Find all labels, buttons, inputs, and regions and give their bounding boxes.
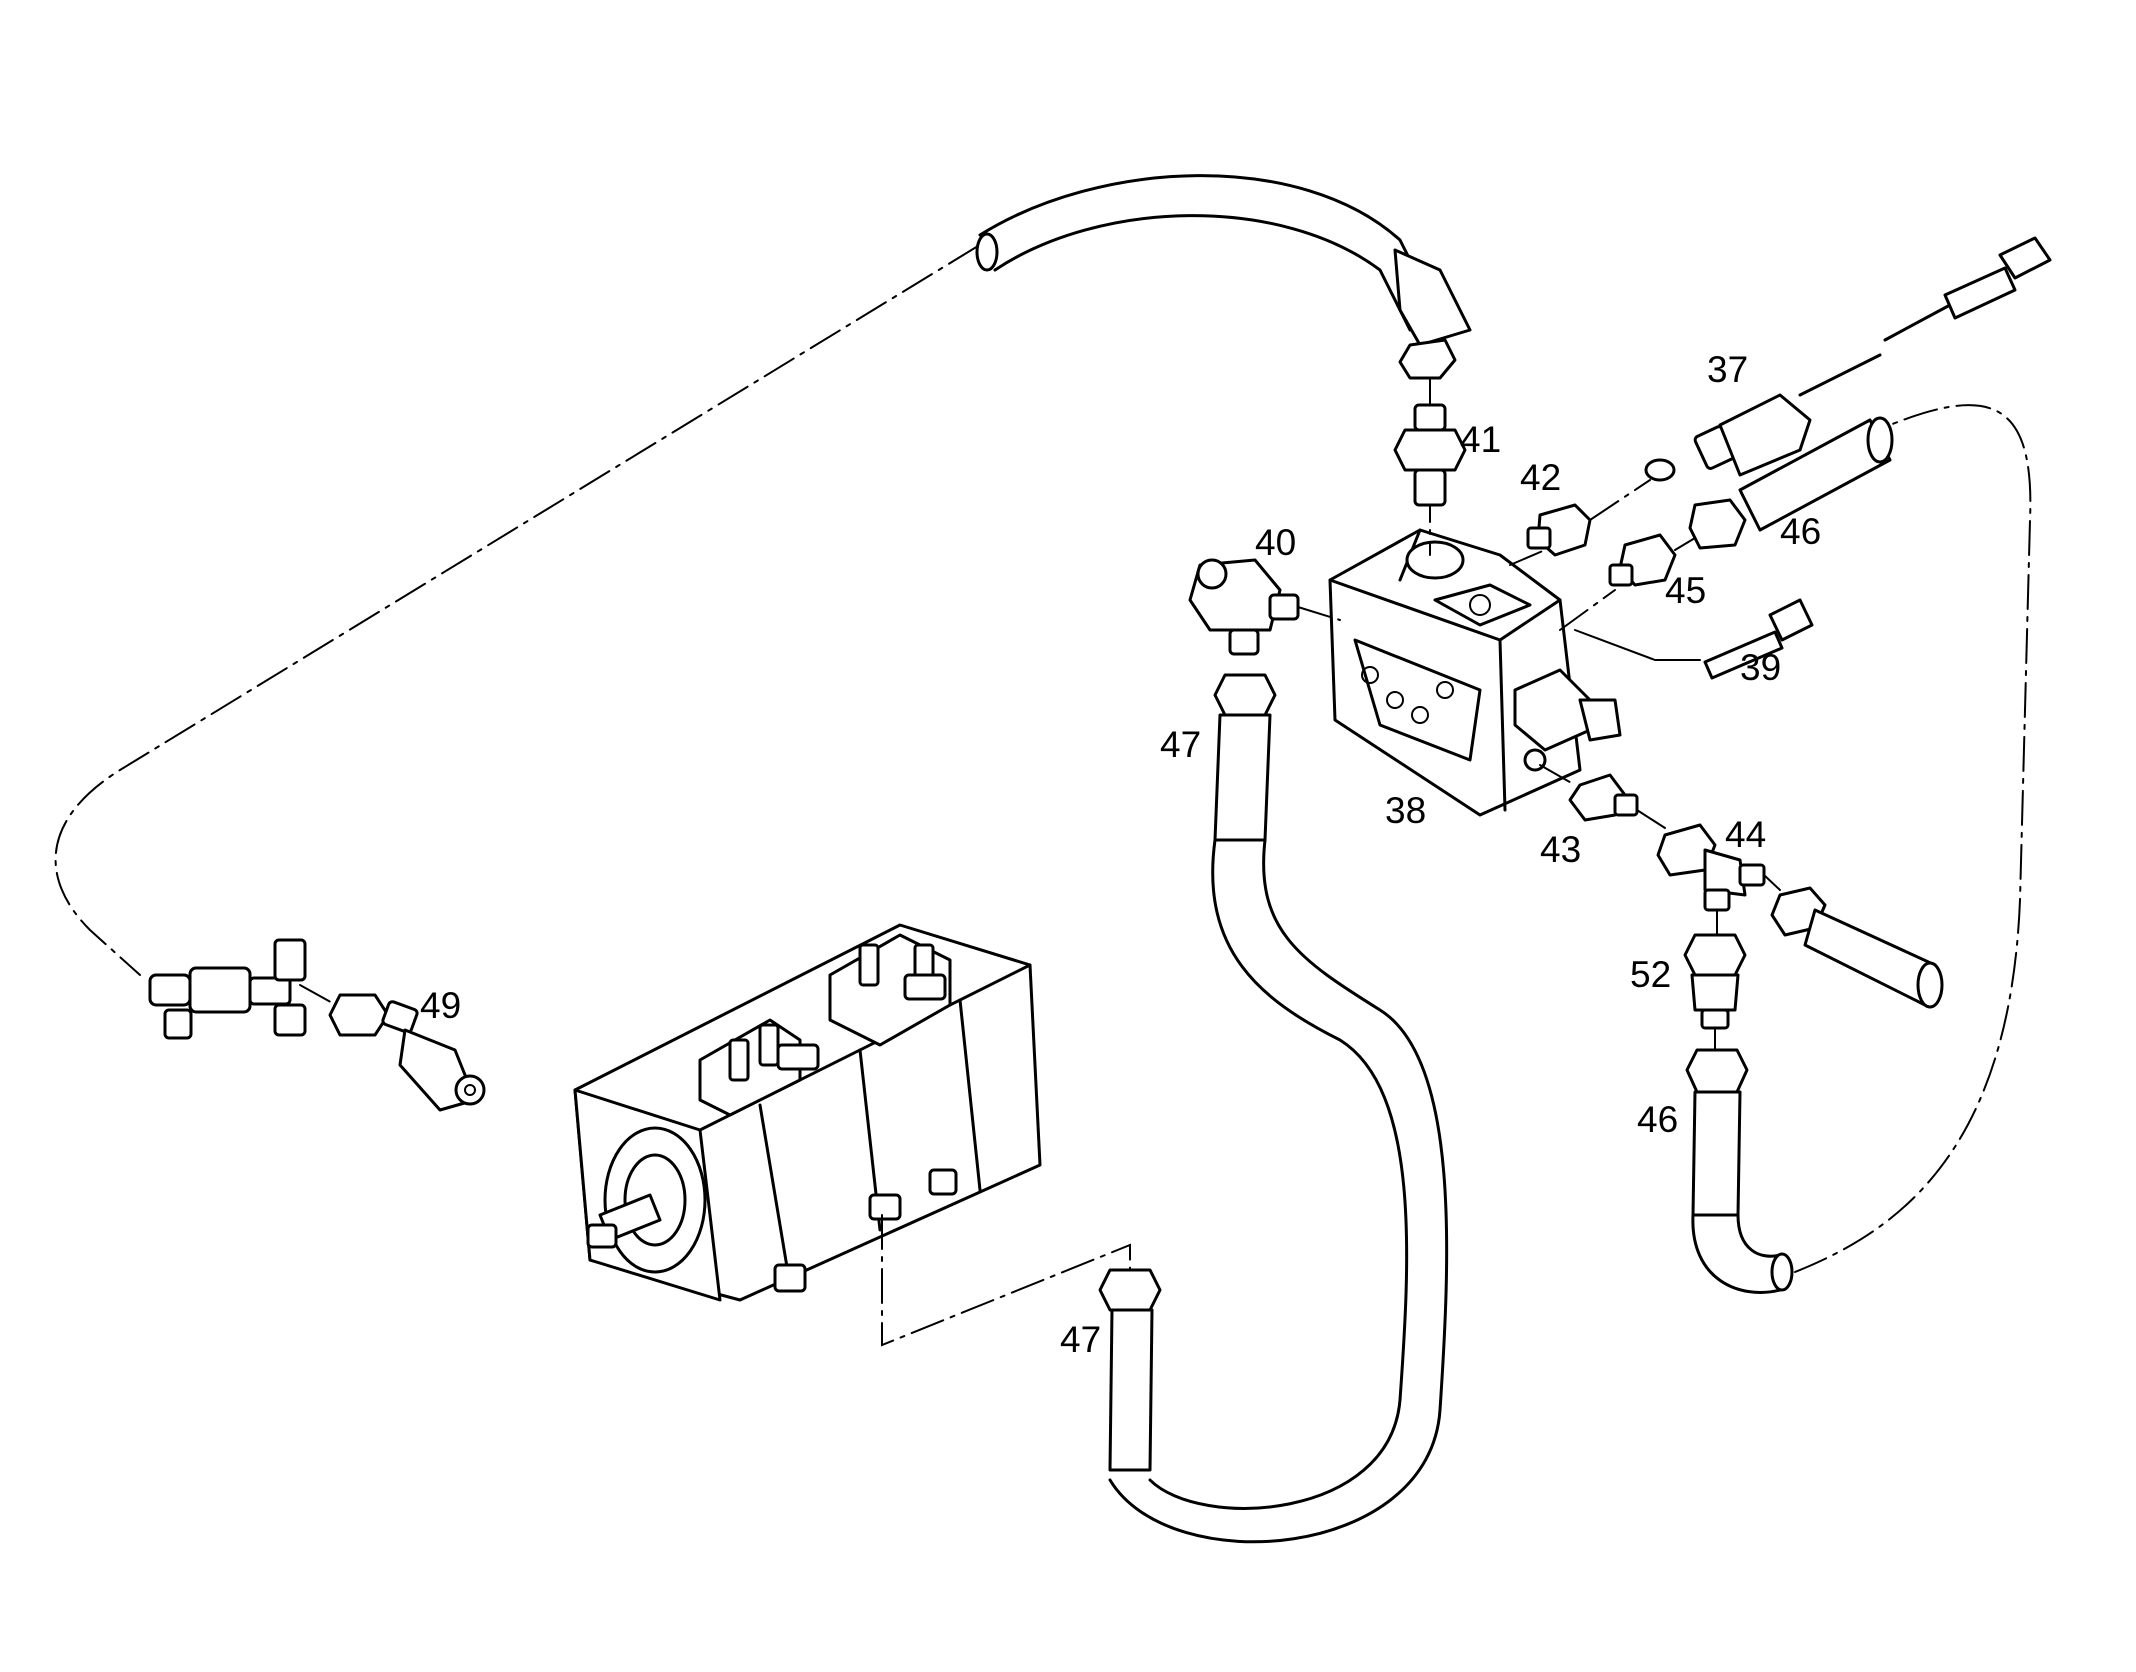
part-49-hose-end bbox=[328, 993, 486, 1112]
part-37-sensor bbox=[1644, 236, 2052, 482]
leader-43-44 bbox=[1636, 809, 1666, 829]
leader-46-loop bbox=[1794, 404, 2032, 1273]
part-46-hose-lower bbox=[1685, 1048, 1794, 1294]
callout-37: 37 bbox=[1707, 349, 1748, 390]
part-40-elbow bbox=[1188, 558, 1300, 656]
part-39-bolt bbox=[1703, 598, 1814, 680]
callout-46-upper: 46 bbox=[1780, 511, 1821, 552]
callout-39: 39 bbox=[1740, 647, 1781, 688]
leader-39 bbox=[1574, 629, 1701, 661]
callout-47-lower: 47 bbox=[1060, 1319, 1101, 1360]
callout-42: 42 bbox=[1520, 457, 1561, 498]
part-43-fitting bbox=[1568, 773, 1639, 822]
part-46-hose-upper bbox=[1688, 416, 1894, 550]
leader-43 bbox=[1539, 764, 1576, 786]
callout-44: 44 bbox=[1725, 814, 1766, 855]
callout-46-lower: 46 bbox=[1637, 1099, 1678, 1140]
leader-42 bbox=[1509, 479, 1651, 566]
callout-41: 41 bbox=[1460, 419, 1501, 460]
callout-49: 49 bbox=[420, 985, 461, 1026]
left-tee-fitting bbox=[148, 938, 307, 1040]
part-42-fitting bbox=[1526, 503, 1592, 557]
callout-40: 40 bbox=[1255, 522, 1296, 563]
part-41-fitting bbox=[1393, 403, 1467, 507]
leader-44-hose bbox=[1763, 874, 1781, 891]
leader-40 bbox=[1297, 606, 1341, 621]
part-52-fitting bbox=[1683, 933, 1747, 1030]
part-45-fitting bbox=[1608, 533, 1677, 587]
leader-top-hose bbox=[54, 245, 979, 976]
leader-pump-to-47 bbox=[881, 1214, 1131, 1347]
callout-43: 43 bbox=[1540, 829, 1581, 870]
part-47-hose-upper bbox=[1108, 673, 1449, 1544]
callout-38: 38 bbox=[1385, 790, 1426, 831]
callout-45: 45 bbox=[1665, 570, 1706, 611]
part-44-hose-end bbox=[1770, 886, 1944, 1009]
callout-47-upper: 47 bbox=[1160, 724, 1201, 765]
return-hose-top bbox=[975, 174, 1472, 380]
part-47-hose-lower bbox=[1098, 1268, 1162, 1472]
part-38-valve-block bbox=[1328, 528, 1622, 817]
callout-52: 52 bbox=[1630, 954, 1671, 995]
hydraulic-pump bbox=[573, 923, 1042, 1302]
